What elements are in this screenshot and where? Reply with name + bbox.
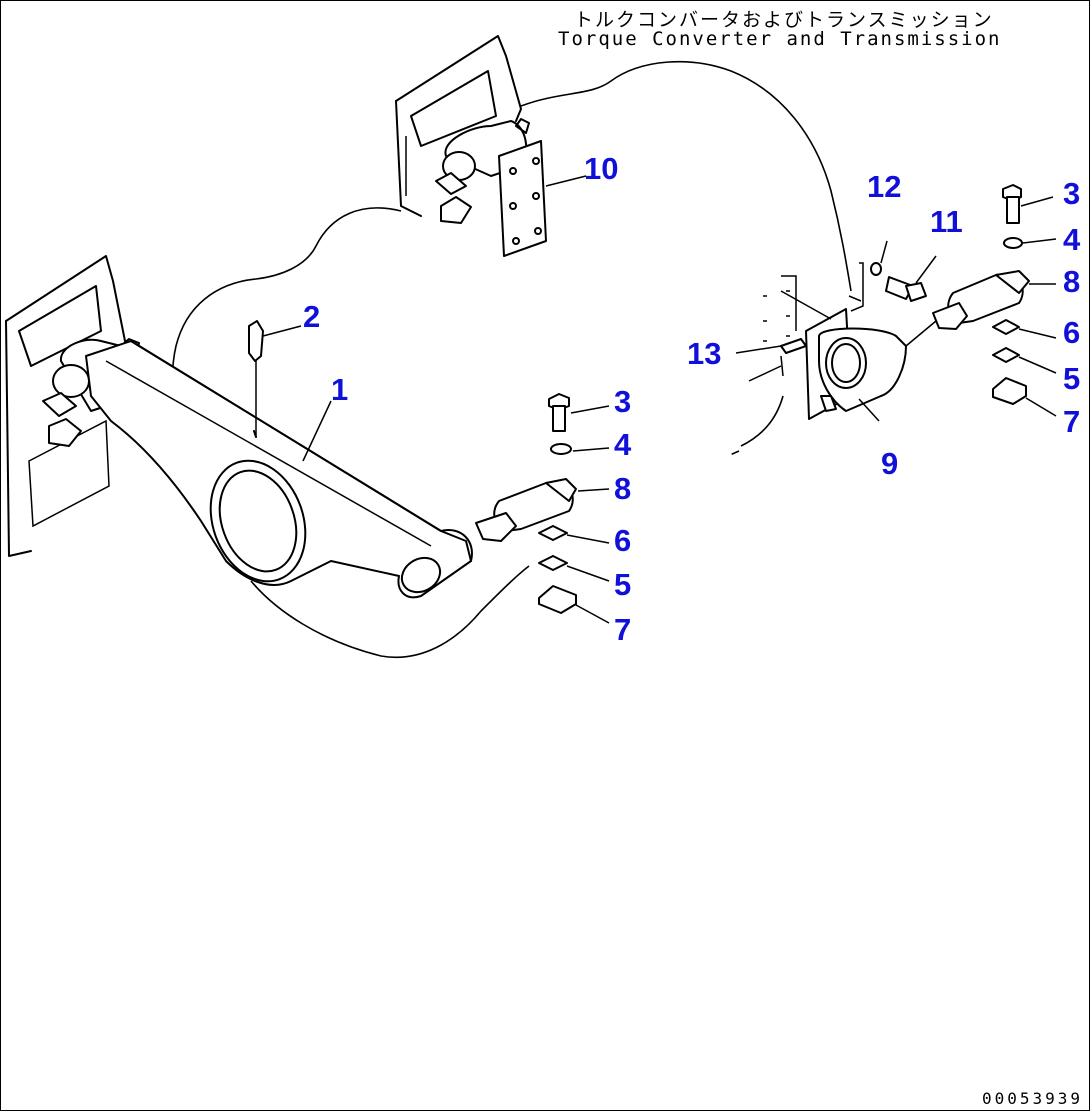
callout-4-left: 4: [614, 427, 632, 462]
diagram-title-english: Torque Converter and Transmission: [558, 28, 1002, 50]
callout-6-right: 6: [1063, 315, 1081, 350]
callout-12: 12: [867, 169, 902, 204]
callout-8-left: 8: [614, 471, 632, 506]
callout-2: 2: [303, 299, 321, 334]
left-exploded-hardware: [475, 393, 610, 624]
callout-9: 9: [881, 446, 899, 481]
callout-6-left: 6: [614, 523, 632, 558]
callout-1: 1: [331, 372, 349, 407]
drawing-number: 00053939: [981, 1089, 1083, 1108]
callout-11: 11: [930, 204, 963, 239]
callout-5-left: 5: [614, 567, 632, 602]
callout-3-right: 3: [1063, 176, 1081, 211]
callout-4-right: 4: [1063, 222, 1081, 257]
rear-axle-support-beam: [85, 340, 473, 599]
callout-8-right: 8: [1063, 264, 1081, 299]
callout-10: 10: [584, 151, 619, 186]
leader-line-1: [302, 400, 332, 462]
callout-13: 13: [687, 336, 722, 371]
diagram-title-japanese: トルクコンバータおよびトランスミッション: [574, 9, 994, 31]
callout-7-right: 7: [1063, 404, 1081, 439]
callout-7-left: 7: [614, 612, 632, 647]
callout-5-right: 5: [1063, 361, 1081, 396]
upper-mount-bracket: [395, 35, 587, 257]
right-mount-assembly: [735, 184, 1057, 422]
grease-fitting: [248, 320, 302, 437]
callout-3-left: 3: [614, 384, 632, 419]
